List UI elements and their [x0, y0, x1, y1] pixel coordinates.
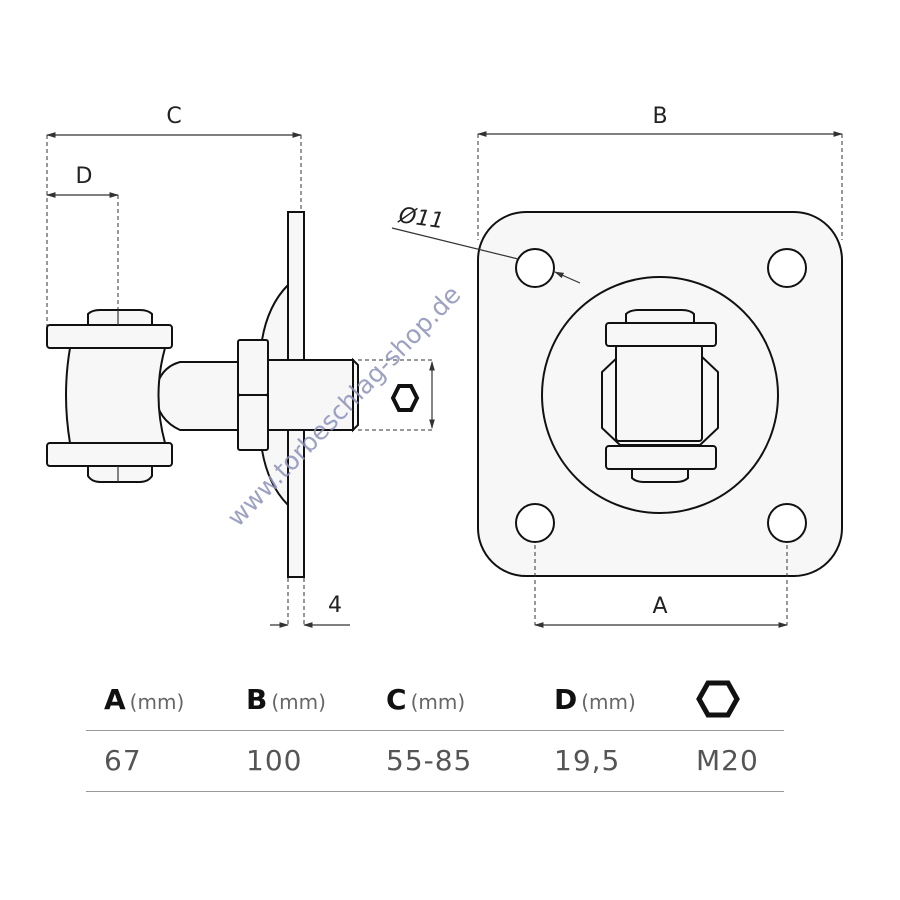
technical-drawing: C D 4: [46, 104, 843, 628]
barrel-front: [615, 344, 703, 442]
value-b: 100: [246, 744, 303, 777]
upper-nut-front: [625, 309, 695, 324]
value-c: 55-85: [386, 744, 473, 777]
shaft-nut-upper: [237, 339, 269, 396]
header-hex: [696, 679, 740, 719]
dimension-d-label: D: [76, 164, 93, 189]
spec-table-values: 67 100 55-85 19,5 M20: [86, 731, 784, 792]
hex-nut-icon: [696, 680, 740, 718]
dimension-a-label: A: [652, 594, 667, 619]
upper-flange: [46, 324, 173, 349]
front-view: B Ø11 A: [391, 104, 843, 628]
hole-diameter-leader: [391, 227, 519, 260]
value-d: 19,5: [554, 744, 621, 777]
pin-arm: [153, 361, 239, 431]
upper-flange-front: [605, 322, 717, 347]
dimension-b-label: B: [652, 104, 667, 129]
hole-diameter-label: Ø11: [396, 203, 445, 234]
lower-hex-nut: [87, 465, 153, 483]
hinge-barrel: [65, 347, 167, 444]
mounting-hole-top-right: [767, 248, 807, 288]
spec-table-header: A(mm) B(mm) C(mm) D(mm): [86, 670, 784, 731]
upper-hex-nut: [87, 309, 153, 326]
side-view: C D 4: [46, 104, 435, 628]
value-thread: M20: [696, 744, 759, 777]
thickness-label: 4: [328, 593, 342, 618]
header-d: D(mm): [554, 683, 636, 716]
mounting-hole-top-left: [515, 248, 555, 288]
header-c: C(mm): [386, 683, 466, 716]
header-a: A(mm): [104, 683, 185, 716]
lower-flange-front: [605, 445, 717, 470]
lower-flange: [46, 442, 173, 467]
header-b: B(mm): [246, 683, 326, 716]
shaft-nut-lower: [237, 394, 269, 451]
lower-nut-front: [631, 468, 689, 483]
mounting-hole-bottom-right: [767, 503, 807, 543]
dimension-c-label: C: [166, 104, 181, 129]
mounting-hole-bottom-left: [515, 503, 555, 543]
value-a: 67: [104, 744, 142, 777]
spec-table: A(mm) B(mm) C(mm) D(mm) 67 100 55-85 19,…: [86, 670, 784, 792]
hex-nut-icon: [390, 384, 420, 412]
